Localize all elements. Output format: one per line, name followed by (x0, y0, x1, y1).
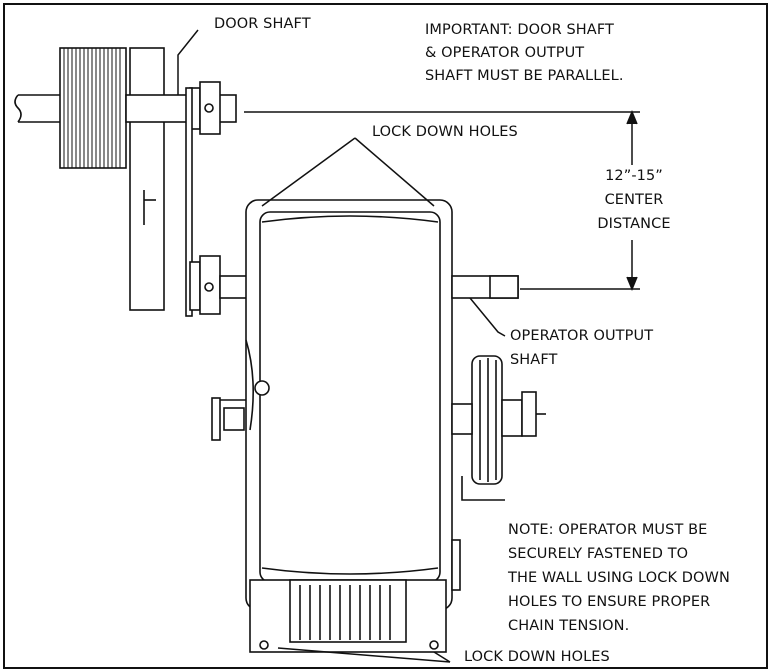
lock-down-holes-bottom-label: LOCK DOWN HOLES (464, 649, 610, 665)
bearing-plate (129, 47, 165, 311)
fasten-note-line-2: SECURELY FASTENED TO (508, 546, 689, 562)
output-shaft-line-1: OPERATOR OUTPUT (510, 328, 654, 344)
drum-grooves (63, 48, 121, 168)
cover-screw (254, 380, 270, 396)
drawing-frame (3, 3, 768, 669)
parallel-note-line-1: IMPORTANT: DOOR SHAFT (425, 22, 614, 38)
cable-drum (59, 47, 127, 169)
housing-cover (259, 211, 441, 583)
parallel-note-line-2: & OPERATOR OUTPUT (425, 45, 585, 61)
output-shaft-line-2: SHAFT (510, 352, 558, 368)
fasten-note-line-4: HOLES TO ENSURE PROPER (508, 594, 711, 610)
fasten-note-line-3: THE WALL USING LOCK DOWN (508, 570, 730, 586)
door-shaft-label: DOOR SHAFT (214, 16, 311, 32)
center-distance-line-2: CENTER (604, 192, 664, 208)
lock-down-hole-right (429, 640, 439, 650)
door-shaft-assembly (14, 47, 249, 317)
operator-housing (211, 199, 546, 653)
fasten-note-line-5: CHAIN TENSION. (508, 618, 630, 634)
fasten-note-line-1: NOTE: OPERATOR MUST BE (508, 522, 708, 538)
leader-lines (177, 29, 640, 663)
lock-down-hole-left (259, 640, 269, 650)
center-distance-line-1: 12”-15” (605, 168, 663, 184)
center-distance-line-3: DISTANCE (597, 216, 671, 232)
parallel-note-line-3: SHAFT MUST BE PARALLEL. (425, 68, 624, 84)
lock-down-holes-top-label: LOCK DOWN HOLES (372, 124, 518, 140)
drive-sprocket (471, 355, 503, 485)
